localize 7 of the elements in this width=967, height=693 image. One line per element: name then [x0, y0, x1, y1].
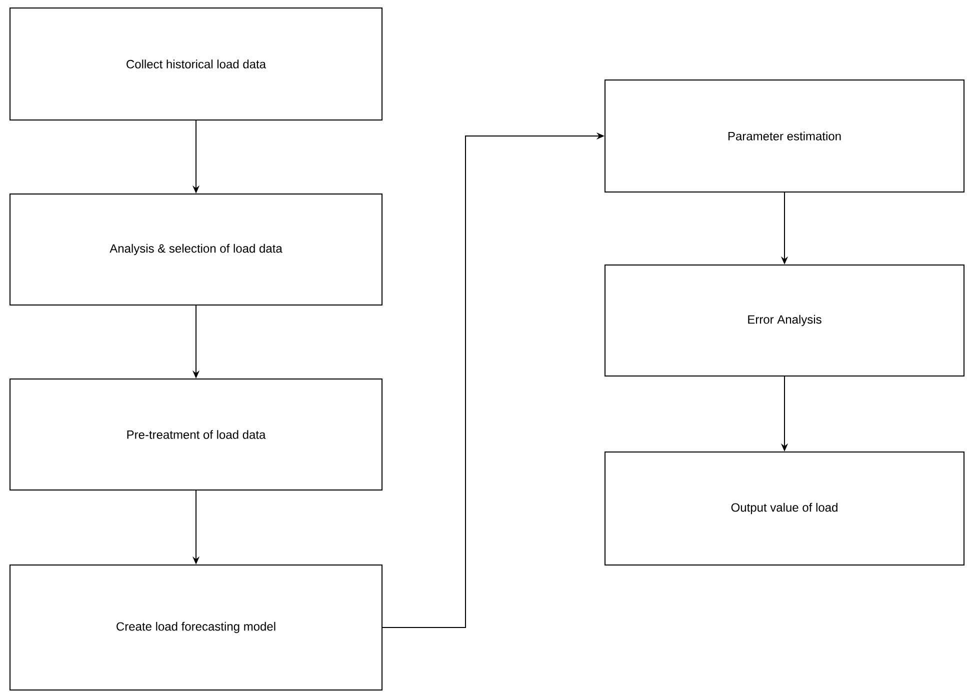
process-box: Output value of load — [604, 452, 964, 566]
process-box: Parameter estimation — [604, 80, 964, 192]
process-box: Error Analysis — [604, 264, 964, 376]
process-box: Analysis & selection of load data — [10, 194, 382, 306]
process-box: Collect historical load data — [10, 8, 382, 120]
process-box: Create load forecasting model — [10, 564, 382, 690]
process-box: Pre-treatment of load data — [10, 378, 382, 490]
